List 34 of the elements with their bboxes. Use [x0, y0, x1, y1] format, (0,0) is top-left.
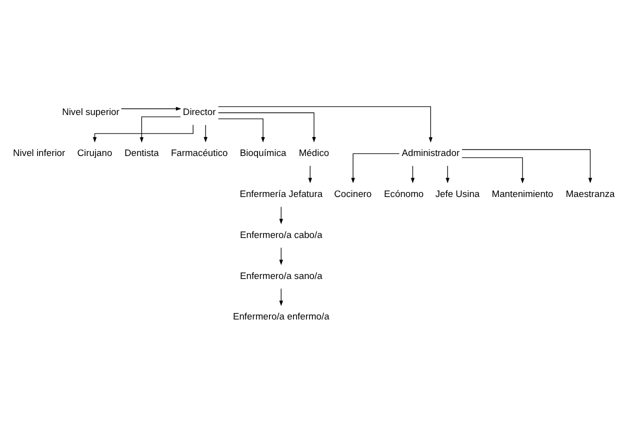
node-text: Jefe Usina	[435, 188, 480, 199]
node-text: Maestranza	[566, 188, 615, 199]
node-text: Cirujano	[77, 148, 112, 158]
node-text: Mantenimiento	[492, 188, 554, 199]
arrow	[279, 246, 284, 265]
node-text: Ecónomo	[384, 188, 424, 199]
node-text: Dentista	[124, 148, 159, 158]
arrow	[92, 124, 194, 142]
arrow	[446, 165, 450, 183]
arrow	[410, 165, 415, 183]
node-text: Administrador	[402, 148, 460, 158]
node-text: Bioquímica	[240, 148, 286, 158]
arrow	[462, 156, 524, 183]
arrow	[462, 148, 592, 183]
node-text: Enfermero/a enfermo/a	[232, 311, 330, 322]
arrow	[279, 206, 284, 224]
node-text: Cocinero	[334, 188, 372, 199]
label: Nivel inferior	[13, 148, 66, 158]
node-text: Farmacéutico	[170, 148, 228, 158]
arrow	[308, 165, 312, 183]
arrow	[218, 112, 316, 142]
node-text: Enfermero/a sano/a	[240, 270, 322, 280]
arrow	[120, 106, 182, 110]
node-text: Enfermero/a cabo/a	[240, 229, 322, 240]
arrow	[218, 106, 433, 142]
arrow	[218, 118, 265, 142]
node-text: Médico	[298, 148, 330, 158]
arrow	[140, 116, 181, 142]
arrow	[351, 152, 400, 183]
node-text: Director	[182, 106, 216, 117]
arrow	[204, 124, 208, 142]
node-text: Nivel superior	[62, 106, 120, 117]
arrow	[279, 288, 284, 306]
node-text: Enfermería Jefatura	[240, 188, 323, 199]
